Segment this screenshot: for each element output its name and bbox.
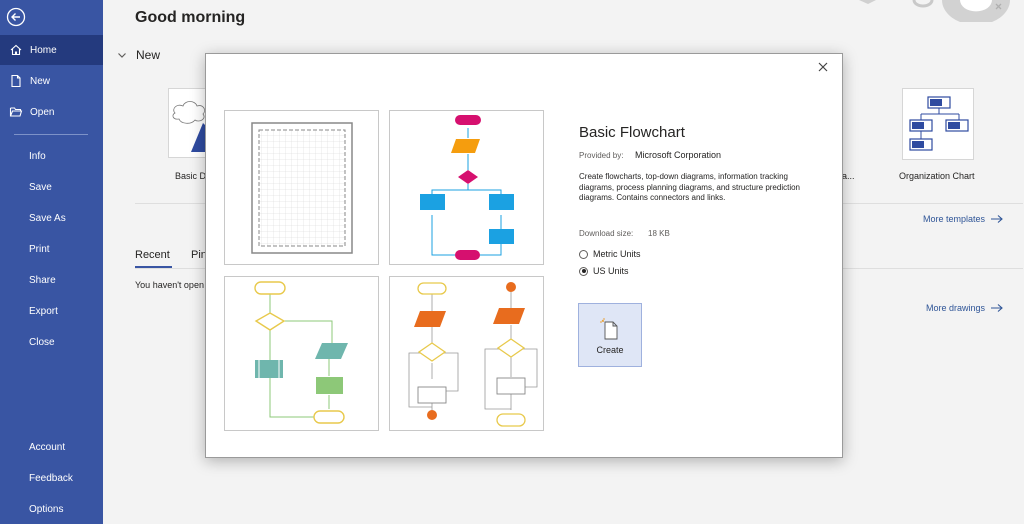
home-icon [9,43,23,57]
us-units-radio[interactable] [579,266,588,276]
sidebar-item-options[interactable]: Options [0,494,103,524]
template-label-organization-chart[interactable]: Organization Chart [899,171,975,181]
new-file-sparkle-icon [600,318,618,340]
sidebar-item-label: Print [29,243,50,255]
sidebar-item-save[interactable]: Save [0,172,103,202]
greeting-title: Good morning [135,9,246,26]
metric-units-option[interactable]: Metric Units [579,249,641,259]
more-templates-label: More templates [923,214,986,224]
sidebar-item-label: Close [29,336,55,348]
tab-recent-underline [135,266,172,268]
sidebar-item-label: Options [29,503,64,515]
sidebar-item-label: Account [29,441,66,453]
basic-diagram-preview [172,101,209,152]
template-description: Create flowcharts, top-down diagrams, in… [579,172,801,202]
sidebar-item-close[interactable]: Close [0,327,103,357]
preview-flowchart-orange[interactable] [389,276,544,431]
close-icon[interactable] [816,60,830,74]
metric-units-label: Metric Units [593,249,641,259]
recent-empty-message: You haven't open [135,280,204,290]
template-preview-dialog: Basic Flowchart Provided by: Microsoft C… [205,53,843,458]
template-title: Basic Flowchart [579,124,685,141]
backstage-sidebar: Home New Open Info Save Save As Print Sh… [0,0,103,524]
sidebar-item-new[interactable]: New [0,66,103,96]
sidebar-item-print[interactable]: Print [0,234,103,264]
more-drawings-label: More drawings [926,303,986,313]
download-size-label: Download size: [579,229,634,238]
sidebar-item-label: Home [30,44,57,56]
us-units-label: US Units [593,266,629,276]
sidebar-item-label: Share [29,274,56,286]
back-arrow-icon[interactable] [6,7,26,27]
open-folder-icon [9,105,23,119]
sidebar-divider [14,134,88,135]
sidebar-item-export[interactable]: Export [0,296,103,326]
sidebar-item-label: Save [29,181,52,193]
provided-by-value: Microsoft Corporation [635,150,722,160]
template-thumbnail-organization-chart[interactable] [902,88,974,160]
new-section-header[interactable]: New [117,48,160,62]
preview-flowchart-color[interactable] [389,110,544,265]
arrow-right-icon [991,304,1003,312]
create-button-label: Create [596,345,624,355]
template-thumbnail-basic-diagram[interactable] [168,88,209,158]
us-units-option[interactable]: US Units [579,266,629,276]
more-drawings-link[interactable]: More drawings [926,303,1004,313]
new-section-label: New [136,48,161,62]
backstage-main: Good morning New Basic D a... Or [103,0,1024,524]
sidebar-item-save-as[interactable]: Save As [0,203,103,233]
download-size-value: 18 KB [648,229,670,238]
green-flowchart-preview [254,281,348,424]
sidebar-item-home[interactable]: Home [0,35,103,65]
preview-flowchart-green[interactable] [224,276,379,431]
sidebar-item-label: Feedback [29,472,73,484]
metric-units-radio[interactable] [579,249,588,259]
sidebar-item-label: Open [30,106,55,118]
sidebar-item-feedback[interactable]: Feedback [0,463,103,493]
chevron-down-icon [118,53,126,58]
grid-page-preview [251,122,353,254]
new-document-icon [9,74,23,88]
sidebar-item-label: New [30,75,51,87]
create-button[interactable]: Create [578,303,642,367]
sidebar-item-label: Info [29,150,46,162]
template-label-basic-diagram[interactable]: Basic D [175,171,207,181]
preview-blank-page[interactable] [224,110,379,265]
header-decoration [859,0,1010,22]
arrow-right-icon [991,215,1003,223]
orange-flowchart-preview [408,282,538,427]
more-templates-link[interactable]: More templates [923,214,1004,224]
sidebar-item-account[interactable]: Account [0,432,103,462]
sidebar-item-label: Save As [29,212,66,224]
tab-recent[interactable]: Recent [135,249,170,261]
sidebar-item-info[interactable]: Info [0,141,103,171]
tab-pinned[interactable]: Pin [191,249,207,261]
sidebar-item-share[interactable]: Share [0,265,103,295]
sidebar-item-open[interactable]: Open [0,97,103,127]
sidebar-item-label: Export [29,305,58,317]
provided-by-label: Provided by: [579,151,624,160]
organization-chart-preview [909,96,969,151]
template-label-partial[interactable]: a... [842,171,855,181]
color-flowchart-preview [420,115,514,260]
